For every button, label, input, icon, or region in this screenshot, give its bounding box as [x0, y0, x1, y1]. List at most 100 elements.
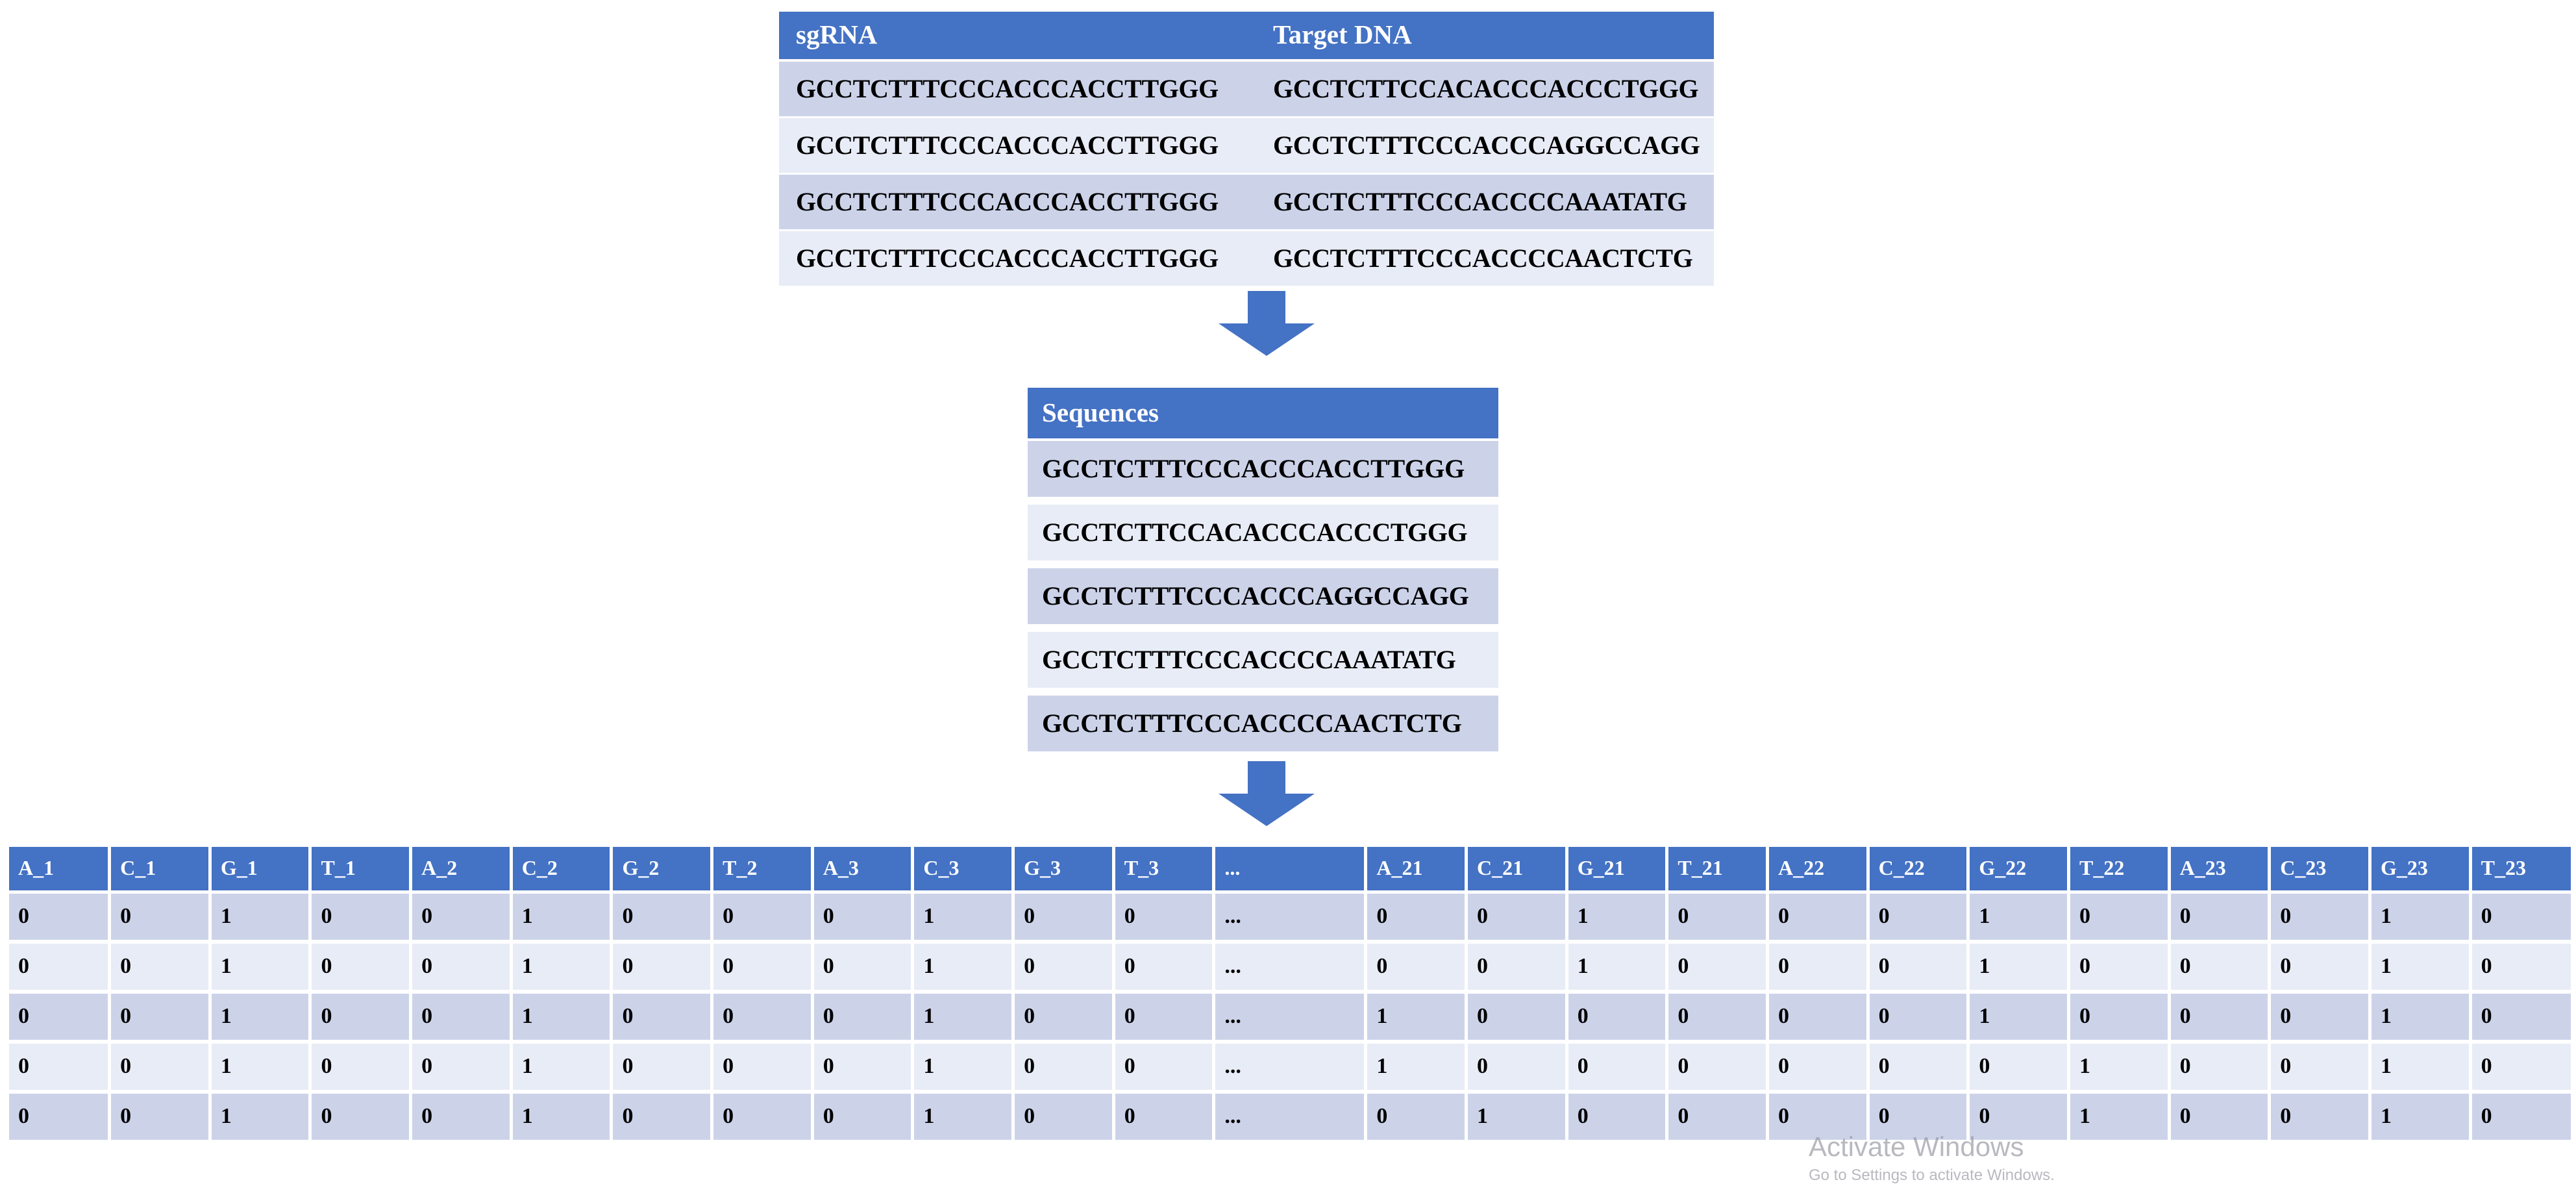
cell-onehot-value: 0	[1365, 942, 1468, 994]
cell-onehot-value: 1	[912, 942, 1015, 994]
cell-onehot-value: 0	[2169, 942, 2272, 994]
cell-ellipsis: ...	[1213, 992, 1368, 1044]
cell-onehot-value: 0	[1113, 1092, 1216, 1144]
cell-onehot-value: 0	[1013, 942, 1115, 994]
cell-onehot-value: 1	[2370, 1092, 2472, 1144]
cell-onehot-value: 0	[1868, 992, 1970, 1044]
cell-onehot-value: 0	[109, 942, 212, 994]
cell-target-dna: GCCTCTTTCCCACCCCAAATATG	[1256, 173, 1714, 232]
cell-target-dna: GCCTCTTTCCCACCCAGGCCAGG	[1256, 117, 1714, 175]
cell-onehot-value: 0	[9, 1042, 112, 1094]
column-header-a_2: A_2	[410, 847, 513, 894]
cell-onehot-value: 1	[1968, 892, 2070, 944]
cell-onehot-value: 0	[712, 892, 814, 944]
cell-onehot-value: 0	[1666, 942, 1769, 994]
column-header-g_2: G_2	[611, 847, 714, 894]
cell-onehot-value: 0	[611, 1042, 714, 1094]
table-row: GCCTCTTTCCCACCCACCTTGGG GCCTCTTTCCCACCCA…	[779, 117, 1714, 175]
cell-target-dna: GCCTCTTCCACACCCACCCTGGG	[1256, 60, 1714, 119]
cell-onehot-value: 0	[611, 1092, 714, 1144]
cell-onehot-value: 0	[410, 992, 513, 1044]
cell-onehot-value: 1	[1365, 1042, 1468, 1094]
column-header-a_21: A_21	[1365, 847, 1468, 894]
cell-onehot-value: 1	[210, 992, 312, 1044]
cell-onehot-value: 1	[210, 892, 312, 944]
cell-onehot-value: 1	[1968, 942, 2070, 994]
cell-onehot-value: 0	[1365, 892, 1468, 944]
cell-ellipsis: ...	[1213, 1042, 1368, 1094]
cell-onehot-value: 0	[1868, 892, 1970, 944]
table-row: GCCTCTTCCACACCCACCCTGGG	[1028, 501, 1498, 568]
cell-onehot-value: 0	[812, 992, 915, 1044]
cell-onehot-value: 1	[1365, 992, 1468, 1044]
cell-onehot-value: 0	[109, 1042, 212, 1094]
cell-onehot-value: 0	[1013, 1092, 1115, 1144]
column-header-c_21: C_21	[1466, 847, 1568, 894]
cell-onehot-value: 1	[2370, 1042, 2472, 1094]
cell-onehot-value: 0	[410, 1092, 513, 1144]
cell-onehot-value: 0	[109, 1092, 212, 1144]
cell-onehot-value: 0	[1567, 1092, 1669, 1144]
cell-onehot-value: 0	[2169, 892, 2272, 944]
cell-onehot-value: 1	[210, 1042, 312, 1094]
sequences-table-container: Sequences GCCTCTTTCCCACCCACCTTGGG GCCTCT…	[1028, 388, 1498, 759]
cell-sgrna: GCCTCTTTCCCACCCACCTTGGG	[779, 230, 1256, 288]
cell-onehot-value: 0	[410, 892, 513, 944]
cell-onehot-value: 1	[511, 1092, 613, 1144]
table-row: GCCTCTTTCCCACCCACCTTGGG	[1028, 440, 1498, 505]
cell-sequence: GCCTCTTTCCCACCCAGGCCAGG	[1028, 564, 1498, 632]
column-header-t_21: T_21	[1666, 847, 1769, 894]
table-header-row: sgRNA Target DNA	[779, 12, 1714, 62]
cell-sequence: GCCTCTTCCACACCCACCCTGGG	[1028, 501, 1498, 568]
table-header-row: Sequences	[1028, 388, 1498, 441]
table-row: GCCTCTTTCCCACCCCAACTCTG	[1028, 692, 1498, 759]
column-header-g_21: G_21	[1567, 847, 1669, 894]
cell-onehot-value: 0	[1767, 1042, 1870, 1094]
cell-onehot-value: 1	[1567, 942, 1669, 994]
cell-onehot-value: 0	[310, 942, 413, 994]
cell-sgrna: GCCTCTTTCCCACCCACCTTGGG	[779, 117, 1256, 175]
cell-onehot-value: 0	[2470, 1092, 2571, 1144]
cell-onehot-value: 1	[511, 1042, 613, 1094]
cell-onehot-value: 0	[812, 892, 915, 944]
cell-onehot-value: 0	[2269, 892, 2372, 944]
cell-onehot-value: 0	[2169, 1042, 2272, 1094]
cell-onehot-value: 0	[2068, 992, 2171, 1044]
cell-onehot-value: 0	[1567, 1042, 1669, 1094]
cell-onehot-value: 0	[1666, 1092, 1769, 1144]
cell-onehot-value: 0	[1466, 992, 1568, 1044]
cell-onehot-value: 0	[1013, 992, 1115, 1044]
cell-onehot-value: 0	[1767, 992, 1870, 1044]
cell-onehot-value: 0	[1113, 992, 1216, 1044]
cell-onehot-value: 0	[9, 942, 112, 994]
cell-onehot-value: 0	[712, 942, 814, 994]
column-header-t_3: T_3	[1113, 847, 1216, 894]
column-header-sgrna: sgRNA	[779, 12, 1256, 62]
cell-onehot-value: 0	[1767, 942, 1870, 994]
column-header-c_1: C_1	[109, 847, 212, 894]
cell-onehot-value: 0	[712, 1042, 814, 1094]
cell-onehot-value: 1	[2370, 992, 2472, 1044]
column-header-t_22: T_22	[2068, 847, 2171, 894]
cell-onehot-value: 0	[1968, 1042, 2070, 1094]
cell-onehot-value: 0	[2269, 1042, 2372, 1094]
cell-onehot-value: 0	[2068, 892, 2171, 944]
sequences-table: Sequences GCCTCTTTCCCACCCACCTTGGG GCCTCT…	[1028, 388, 1498, 759]
down-arrow-icon	[1219, 761, 1315, 826]
cell-onehot-value: 0	[712, 1092, 814, 1144]
cell-onehot-value: 1	[2370, 892, 2472, 944]
cell-onehot-value: 0	[2470, 992, 2571, 1044]
cell-onehot-value: 1	[912, 992, 1015, 1044]
cell-onehot-value: 0	[1113, 1042, 1216, 1094]
cell-onehot-value: 0	[2269, 942, 2372, 994]
cell-sequence: GCCTCTTTCCCACCCACCTTGGG	[1028, 440, 1498, 505]
column-header-a_3: A_3	[812, 847, 915, 894]
cell-onehot-value: 1	[210, 1092, 312, 1144]
cell-onehot-value: 0	[1968, 1092, 2070, 1144]
